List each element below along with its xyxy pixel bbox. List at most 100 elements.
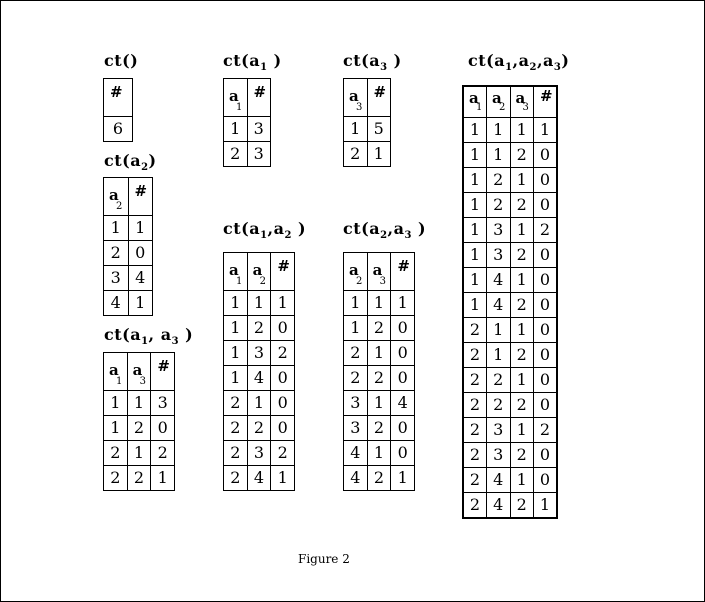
- table-cell: 1: [486, 117, 511, 143]
- table-cell: 1: [486, 317, 511, 343]
- table-cell: 1: [223, 315, 248, 341]
- table-cell: 1: [223, 365, 248, 391]
- table-cell: 2: [509, 492, 534, 519]
- table-cell: 2: [462, 417, 487, 443]
- table-cell: 1: [343, 315, 368, 341]
- table-cell: 1: [462, 117, 487, 143]
- table-title: ct(a1, a3 ): [104, 325, 194, 348]
- table-cell: 2: [366, 365, 392, 391]
- table-cell: 1: [223, 340, 248, 366]
- table-cell: 1: [509, 467, 534, 493]
- table-cell: 1: [390, 290, 415, 316]
- table-cell: 2: [366, 315, 392, 341]
- table-cell: 1: [126, 440, 152, 466]
- table-cell: 2: [486, 392, 511, 418]
- table-cell: 4: [486, 492, 511, 519]
- table-cell: 2: [343, 365, 368, 391]
- table-cell: 1: [366, 290, 392, 316]
- table-cell: 1: [462, 217, 487, 243]
- table-cell: 4: [343, 440, 368, 466]
- table-cell: 1: [366, 440, 392, 466]
- table-cell: 1: [509, 417, 534, 443]
- table-title: ct(a2): [104, 151, 157, 174]
- table-cell: 4: [246, 465, 272, 491]
- table-cell: 3: [246, 141, 271, 167]
- table-cell: 1: [390, 465, 415, 491]
- table-cell: 0: [390, 315, 415, 341]
- table-cell: 2: [246, 315, 272, 341]
- table-cell: 0: [533, 242, 558, 268]
- table-cell: 3: [486, 442, 511, 468]
- count-header: #: [533, 85, 558, 118]
- table-cell: 4: [343, 465, 368, 491]
- table-cell: 1: [462, 242, 487, 268]
- table-cell: 1: [270, 465, 295, 491]
- table-cell: 2: [509, 292, 534, 318]
- table-title: ct(a3 ): [343, 51, 402, 74]
- count-header: #: [246, 78, 271, 117]
- table-cell: 1: [462, 267, 487, 293]
- table-cell: 1: [246, 290, 272, 316]
- table-cell: 2: [223, 390, 248, 416]
- table-cell: 4: [127, 265, 153, 291]
- count-header: #: [150, 352, 175, 391]
- table-cell: 2: [270, 340, 295, 366]
- table-cell: 5: [366, 116, 391, 142]
- table-cell: 2: [150, 440, 175, 466]
- table-cell: 1: [462, 142, 487, 168]
- table-cell: 0: [533, 342, 558, 368]
- table-cell: 0: [390, 440, 415, 466]
- table-cell: 0: [533, 442, 558, 468]
- table-cell: 2: [486, 192, 511, 218]
- figure-caption: Figure 2: [298, 552, 350, 566]
- table-cell: 1: [509, 117, 534, 143]
- table-cell: 0: [533, 392, 558, 418]
- table-title: ct(a1 ): [223, 51, 282, 74]
- table-cell: 0: [533, 167, 558, 193]
- table-cell: 2: [343, 141, 368, 167]
- table-cell: 2: [126, 465, 152, 491]
- table-cell: 2: [462, 442, 487, 468]
- table-cell: 0: [390, 415, 415, 441]
- table-cell: 2: [462, 392, 487, 418]
- table-cell: 2: [509, 242, 534, 268]
- table-cell: 4: [486, 292, 511, 318]
- table-cell: 2: [103, 440, 128, 466]
- table-cell: 2: [462, 317, 487, 343]
- table-cell: 2: [223, 440, 248, 466]
- count-header: #: [127, 177, 153, 216]
- table-cell: 2: [103, 240, 129, 266]
- table-cell: 1: [246, 390, 272, 416]
- table-cell: 1: [366, 141, 391, 167]
- table-cell: 3: [343, 415, 368, 441]
- table-cell: 2: [462, 342, 487, 368]
- table-cell: 2: [343, 340, 368, 366]
- table-cell: 0: [270, 315, 295, 341]
- table-cell: 3: [246, 116, 271, 142]
- table-cell: 1: [127, 290, 153, 316]
- table-cell: 1: [103, 215, 129, 241]
- table-cell: 6: [103, 116, 133, 142]
- table-cell: 2: [486, 167, 511, 193]
- table-cell: 2: [103, 465, 128, 491]
- table-cell: 2: [462, 492, 487, 519]
- table-cell: 1: [509, 367, 534, 393]
- table-cell: 1: [462, 292, 487, 318]
- table-cell: 1: [103, 415, 128, 441]
- table-cell: 0: [150, 415, 175, 441]
- table-cell: 0: [270, 390, 295, 416]
- table-cell: 0: [390, 340, 415, 366]
- table-cell: 0: [390, 365, 415, 391]
- table-cell: 2: [223, 465, 248, 491]
- table-cell: 0: [270, 365, 295, 391]
